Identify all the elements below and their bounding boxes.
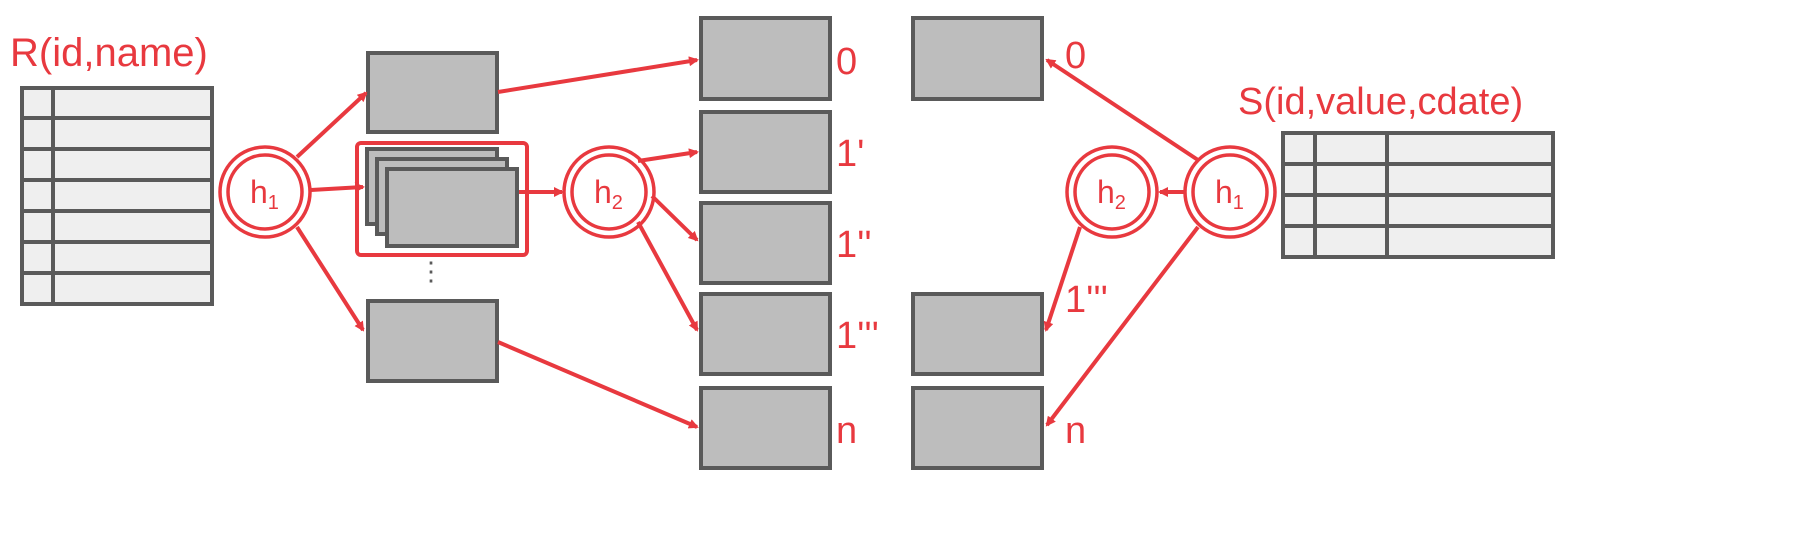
h2-right-base: h bbox=[1097, 174, 1115, 210]
partition-n-r bbox=[699, 386, 832, 470]
partition-1a-r bbox=[699, 110, 832, 194]
hash-node-h1-right: h1 bbox=[1183, 145, 1277, 239]
partition-1c-s bbox=[911, 292, 1044, 376]
ellipsis-dots: ⋮ bbox=[418, 256, 444, 286]
partition-label-0-r: 0 bbox=[836, 41, 857, 83]
h2-right-sub: 2 bbox=[1115, 192, 1126, 214]
hash-node-h1-left: h1 bbox=[218, 145, 312, 239]
partition-label-0-s: 0 bbox=[1065, 35, 1086, 77]
partition-label-1c-r: 1''' bbox=[836, 315, 879, 357]
partition-1b-r bbox=[699, 201, 832, 285]
partition-label-1a-r: 1' bbox=[836, 133, 864, 175]
partition-label-n-r: n bbox=[836, 410, 857, 452]
h1-right-sub: 1 bbox=[1233, 192, 1244, 214]
partition-label-1b-r: 1'' bbox=[836, 224, 872, 266]
relation-s-label: S(id,value,cdate) bbox=[1238, 81, 1523, 123]
relation-r-label: R(id,name) bbox=[10, 31, 208, 75]
svg-text:h1: h1 bbox=[250, 174, 279, 214]
arrows-right bbox=[1043, 58, 1200, 427]
h2-left-sub: 2 bbox=[612, 192, 623, 214]
hash-node-h2-left: h2 bbox=[562, 145, 656, 239]
partition-0-r bbox=[699, 16, 832, 101]
partition-0-s bbox=[911, 16, 1044, 101]
svg-text:h2: h2 bbox=[1097, 174, 1126, 214]
relation-r-table bbox=[20, 86, 214, 306]
h1-left-sub: 1 bbox=[268, 192, 279, 214]
relation-s-table bbox=[1281, 131, 1555, 259]
partition-1c-r bbox=[699, 292, 832, 376]
bucket-overflow-stack bbox=[355, 141, 529, 257]
h1-right-base: h bbox=[1215, 174, 1233, 210]
h1-left-base: h bbox=[250, 174, 268, 210]
h2-left-base: h bbox=[594, 174, 612, 210]
arrows-left bbox=[295, 56, 699, 429]
bucket-top bbox=[366, 51, 499, 134]
partition-label-n-s: n bbox=[1065, 410, 1086, 452]
partition-label-1c-s: 1''' bbox=[1065, 279, 1108, 321]
partition-n-s bbox=[911, 386, 1044, 470]
bucket-bottom bbox=[366, 299, 499, 383]
svg-text:h2: h2 bbox=[594, 174, 623, 214]
hash-node-h2-right: h2 bbox=[1065, 145, 1159, 239]
svg-text:h1: h1 bbox=[1215, 174, 1244, 214]
